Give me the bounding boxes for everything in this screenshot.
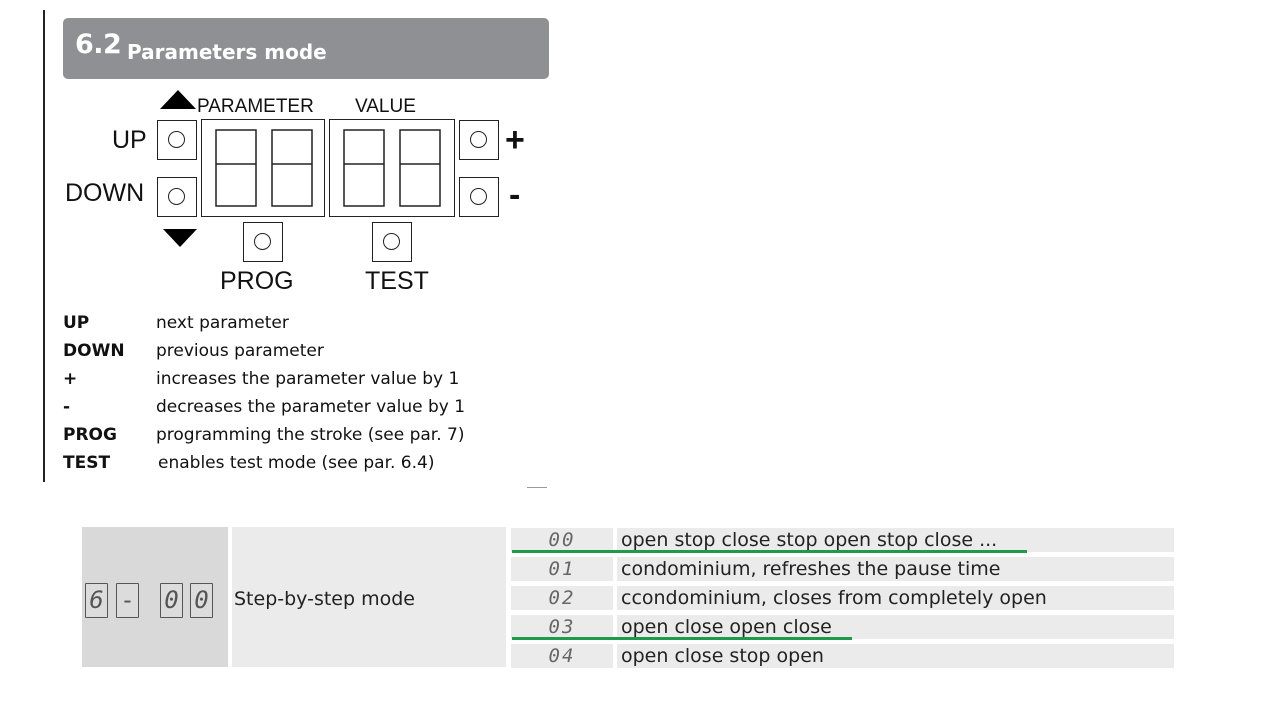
up-arrow-icon	[160, 90, 196, 109]
button-circle-icon	[470, 188, 487, 205]
up-label: UP	[112, 126, 147, 154]
lcd-digit-value: 0	[194, 586, 209, 614]
option-description: open stop close stop open stop close ...	[621, 529, 998, 551]
legend-desc: enables test mode (see par. 6.4)	[158, 453, 435, 473]
lcd-digit: 0	[190, 583, 213, 618]
parameter-display-cell: 6 - 0 0	[82, 527, 228, 667]
plus-label: +	[505, 121, 525, 159]
lcd-digit-value: 0	[164, 586, 179, 614]
lcd-digit-value: -	[120, 586, 135, 614]
down-label: DOWN	[65, 179, 145, 207]
table-row-desc: open stop close stop open stop close ...	[617, 528, 1174, 552]
seven-segment-digits-icon	[215, 129, 313, 207]
down-arrow-icon	[163, 229, 197, 247]
minus-button[interactable]	[459, 177, 499, 217]
lcd-digit: 6	[85, 583, 108, 618]
option-code: 00	[548, 529, 576, 551]
button-circle-icon	[168, 131, 185, 148]
legend-key: UP	[63, 313, 90, 333]
section-number: 6.2	[75, 29, 122, 60]
table-row-code: 03	[511, 615, 613, 639]
table-row-code: 02	[511, 586, 613, 610]
section-header	[63, 18, 549, 79]
lcd-digit: -	[116, 583, 139, 618]
parameter-display	[201, 119, 325, 217]
legend-desc: next parameter	[156, 313, 289, 333]
value-label: VALUE	[355, 96, 416, 117]
option-code: 02	[548, 587, 576, 609]
minus-label: -	[509, 176, 521, 214]
page-number-fragment	[527, 487, 547, 488]
legend-key: DOWN	[63, 341, 125, 361]
legend-desc: previous parameter	[156, 341, 324, 361]
button-circle-icon	[168, 188, 185, 205]
option-code: 04	[548, 645, 576, 667]
button-circle-icon	[383, 233, 400, 250]
down-button[interactable]	[157, 177, 197, 217]
value-display	[329, 119, 455, 217]
lcd-digit-value: 6	[89, 586, 104, 614]
option-description: ccondominium, closes from completely ope…	[621, 587, 1047, 609]
legend-key: +	[63, 369, 78, 389]
option-code: 03	[548, 616, 576, 638]
seven-segment-digits-icon	[343, 129, 441, 207]
legend-key: PROG	[63, 425, 117, 445]
up-button[interactable]	[157, 120, 197, 160]
highlight-underline	[512, 550, 1027, 553]
legend-key: -	[63, 397, 71, 417]
table-row-desc: open close stop open	[617, 644, 1174, 668]
parameter-label: PARAMETER	[197, 96, 314, 117]
table-row-code: 04	[511, 644, 613, 668]
legend-key: TEST	[63, 453, 111, 473]
left-margin-rule	[43, 10, 45, 482]
table-row-desc: ccondominium, closes from completely ope…	[617, 586, 1174, 610]
table-row-desc: open close open close	[617, 615, 1174, 639]
table-row-desc: condominium, refreshes the pause time	[617, 557, 1174, 581]
mode-name-cell	[232, 527, 506, 667]
table-row-code: 00	[511, 528, 613, 552]
mode-label: Step-by-step mode	[234, 588, 415, 610]
highlight-underline	[512, 637, 852, 640]
lcd-digit: 0	[160, 583, 183, 618]
option-code: 01	[548, 558, 576, 580]
test-label: TEST	[365, 267, 429, 295]
legend-desc: increases the parameter value by 1	[156, 369, 460, 389]
button-circle-icon	[470, 131, 487, 148]
option-description: open close open close	[621, 616, 832, 638]
option-description: open close stop open	[621, 645, 824, 667]
legend-desc: programming the stroke (see par. 7)	[156, 425, 465, 445]
button-circle-icon	[254, 233, 271, 250]
table-row-code: 01	[511, 557, 613, 581]
prog-label: PROG	[220, 267, 294, 295]
test-button[interactable]	[372, 222, 412, 262]
plus-button[interactable]	[459, 120, 499, 160]
option-description: condominium, refreshes the pause time	[621, 558, 1001, 580]
prog-button[interactable]	[243, 222, 283, 262]
section-title: Parameters mode	[127, 40, 327, 64]
legend-desc: decreases the parameter value by 1	[156, 397, 466, 417]
